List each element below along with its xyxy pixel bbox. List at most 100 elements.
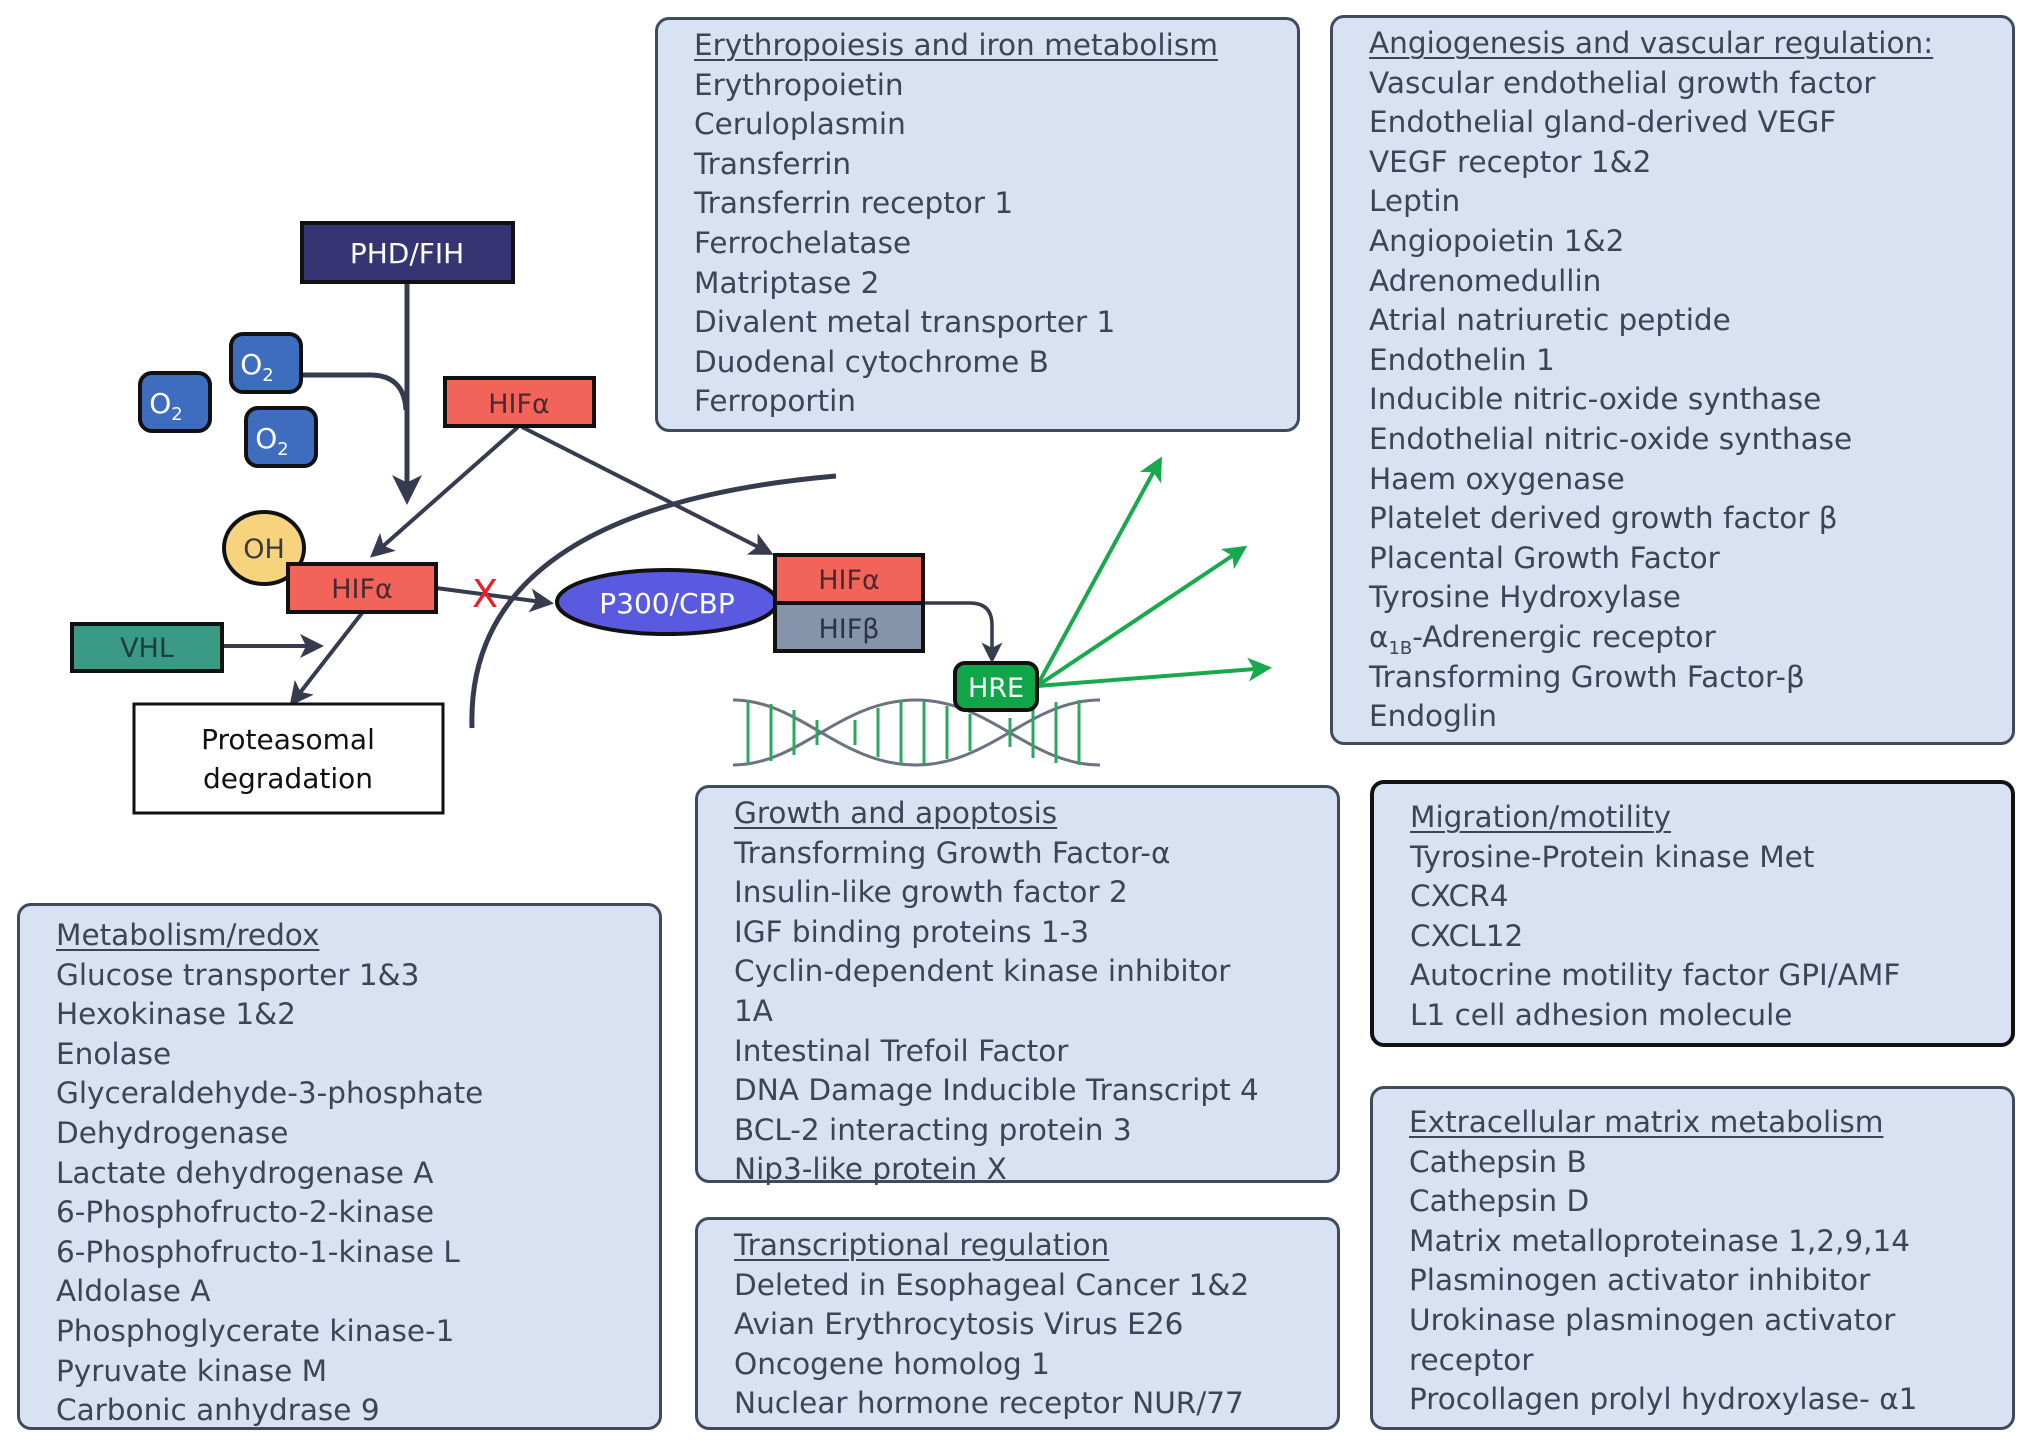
gene-item: DNA Damage Inducible Transcript 4 <box>734 1073 1259 1108</box>
blocked-interaction-mark: X <box>472 572 498 616</box>
phd-fih-node: PHD/FIH <box>300 221 515 284</box>
gene-item: Glucose transporter 1&3 <box>56 957 420 992</box>
gene-item: Inducible nitric-oxide synthase <box>1369 382 1822 417</box>
gene-item: Endothelin 1 <box>1369 342 1555 377</box>
gene-item: Carbonic anhydrase 9 <box>56 1393 380 1428</box>
gene-item: Dehydrogenase <box>56 1115 289 1150</box>
dna-helix-icon <box>732 698 1101 767</box>
o2-molecule: O2 <box>244 406 318 468</box>
gene-item: Transferrin <box>694 146 852 181</box>
svg-text:HRE: HRE <box>968 673 1024 704</box>
hif-to-p300-blocked-arrow <box>435 586 554 613</box>
hre-node: HRE <box>953 661 1039 712</box>
gene-item: Matriptase 2 <box>694 265 880 300</box>
gene-item: Ferroportin <box>694 384 857 419</box>
gene-item: Aldolase A <box>56 1274 211 1309</box>
gene-item: 6-Phosphofructo-1-kinase L <box>56 1234 460 1269</box>
vhl-node: VHL <box>70 622 224 673</box>
panel-heading: Metabolism/redox <box>56 918 320 952</box>
gene-item: Vascular endothelial growth factor <box>1369 65 1876 100</box>
hre-target-arrow-3 <box>1036 657 1272 688</box>
panel-heading: Migration/motility <box>1410 800 1671 834</box>
panel-heading: Erythropoiesis and iron metabolism <box>694 28 1218 62</box>
hif-alpha-free-node: HIFα <box>443 376 596 428</box>
gene-item: Cathepsin B <box>1409 1144 1587 1179</box>
gene-item: Enolase <box>56 1036 172 1071</box>
panel-angiogenesis: Angiogenesis and vascular regulation: Va… <box>1330 15 2015 745</box>
gene-item: CXCL12 <box>1410 918 1524 953</box>
svg-text:HIFα: HIFα <box>818 565 880 596</box>
gene-item: Angiopoietin 1&2 <box>1369 223 1625 258</box>
gene-item: Pyruvate kinase M <box>56 1353 328 1388</box>
svg-text:PHD/FIH: PHD/FIH <box>350 237 464 270</box>
gene-item: Leptin <box>1369 184 1461 219</box>
gene-item: Transferrin receptor 1 <box>694 186 1014 221</box>
gene-item: α1B-Adrenergic receptor <box>1369 619 1716 659</box>
gene-item: Deleted in Esophageal Cancer 1&2 <box>734 1267 1250 1302</box>
gene-item: BCL-2 interacting protein 3 <box>734 1112 1132 1147</box>
gene-item: Oncogene homolog 1 <box>734 1346 1050 1381</box>
gene-item: Nip3-like protein X <box>734 1152 1007 1187</box>
gene-item: Cathepsin D <box>1409 1184 1590 1219</box>
svg-text:O2: O2 <box>240 348 274 386</box>
panel-metabolism-redox: Metabolism/redox Glucose transporter 1&3… <box>17 903 662 1430</box>
gene-item: Autocrine motility factor GPI/AMF <box>1410 958 1901 993</box>
complex-to-hre-arrow <box>923 601 1003 664</box>
panel-erythropoiesis: Erythropoiesis and iron metabolism Eryth… <box>655 17 1300 432</box>
o2-molecule: O2 <box>229 332 303 394</box>
gene-item: Urokinase plasminogen activator <box>1409 1302 1896 1337</box>
panel-heading: Extracellular matrix metabolism <box>1409 1105 1884 1139</box>
svg-text:P300/CBP: P300/CBP <box>599 587 734 620</box>
gene-item: Procollagen prolyl hydroxylase- α1 <box>1409 1382 1918 1417</box>
gene-item: Plasminogen activator inhibitor <box>1409 1263 1871 1298</box>
gene-item: Ceruloplasmin <box>694 107 906 142</box>
gene-item: Atrial natriuretic peptide <box>1369 303 1731 338</box>
panel-heading: Angiogenesis and vascular regulation: <box>1369 26 1934 60</box>
svg-text:degradation: degradation <box>203 762 373 795</box>
gene-item: Duodenal cytochrome B <box>694 344 1049 379</box>
gene-item: Endothelial gland-derived VEGF <box>1369 105 1837 140</box>
gene-item: Endoglin <box>1369 699 1497 734</box>
gene-item: Intestinal Trefoil Factor <box>734 1033 1069 1068</box>
hif-to-nucleus-arrow <box>521 425 774 555</box>
gene-item: Avian Erythrocytosis Virus E26 <box>734 1307 1184 1342</box>
hre-target-arrow-1 <box>1035 456 1162 687</box>
svg-text:O2: O2 <box>255 422 289 460</box>
panel-migration-motility: Migration/motility Tyrosine-Protein kina… <box>1370 780 2015 1047</box>
hydroxyl-group-node: OH <box>222 510 306 586</box>
svg-text:O2: O2 <box>149 387 183 425</box>
svg-text:HIFα: HIFα <box>488 389 550 420</box>
gene-item: Endothelial nitric-oxide synthase <box>1369 421 1853 456</box>
o2-connector <box>302 372 409 411</box>
panel-heading: Transcriptional regulation <box>734 1228 1110 1262</box>
gene-item: Glyceraldehyde-3-phosphate <box>56 1076 484 1111</box>
hif-complex-node: HIFα HIFβ <box>773 553 925 653</box>
svg-text:OH: OH <box>243 534 285 565</box>
gene-item: Erythropoietin <box>694 67 904 102</box>
p300-cbp-node: P300/CBP <box>555 568 779 636</box>
svg-text:Proteasomal: Proteasomal <box>201 723 375 756</box>
hif-alpha-hydroxylated-node: HIFα <box>286 562 438 614</box>
gene-item: Transforming Growth Factor-β <box>1369 659 1805 694</box>
gene-item: L1 cell adhesion molecule <box>1410 997 1793 1032</box>
nuclear-membrane-arc <box>469 473 837 729</box>
gene-item: Tyrosine Hydroxylase <box>1369 580 1681 615</box>
gene-item: Lactate dehydrogenase A <box>56 1155 434 1190</box>
gene-item: CXCR4 <box>1410 879 1509 914</box>
gene-item: 1A <box>734 993 773 1028</box>
gene-item: Platelet derived growth factor β <box>1369 501 1838 536</box>
gene-item: 6-Phosphofructo-2-kinase <box>56 1195 435 1230</box>
gene-item: Adrenomedullin <box>1369 263 1602 298</box>
proteasomal-degradation-node: Proteasomal degradation <box>132 702 445 815</box>
gene-item: Nuclear hormone receptor NUR/77 <box>734 1386 1244 1421</box>
o2-molecule: O2 <box>138 371 212 433</box>
gene-item: Placental Growth Factor <box>1369 540 1720 575</box>
gene-item: Hexokinase 1&2 <box>56 997 296 1032</box>
gene-item: Ferrochelatase <box>694 225 912 260</box>
gene-item: VEGF receptor 1&2 <box>1369 144 1652 179</box>
panel-heading: Growth and apoptosis <box>734 796 1058 830</box>
gene-item: Divalent metal transporter 1 <box>694 305 1116 340</box>
svg-text:HIFβ: HIFβ <box>818 614 879 645</box>
gene-item: Insulin-like growth factor 2 <box>734 875 1128 910</box>
